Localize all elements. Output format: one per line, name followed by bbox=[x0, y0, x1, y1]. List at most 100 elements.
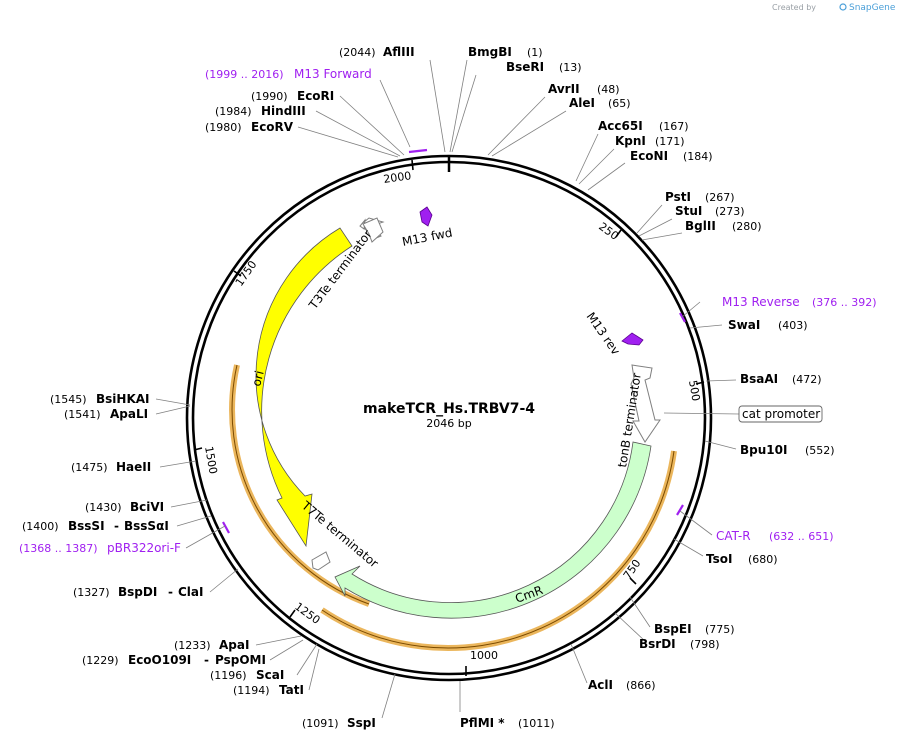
site-pos-bsssi: (1400) bbox=[22, 520, 59, 533]
credit-brand: SnapGene bbox=[849, 3, 896, 13]
feature-label-cat-promoter: cat promoter bbox=[742, 407, 820, 421]
site-pos-bpu10i: (552) bbox=[805, 444, 835, 457]
site-leader-lines bbox=[155, 59, 737, 719]
site-name-avrii[interactable]: AvrII bbox=[548, 82, 580, 96]
tick-label-2000: 2000 bbox=[383, 169, 413, 186]
site-pos-bseri: (13) bbox=[559, 61, 582, 74]
site-name-bsrdi[interactable]: BsrDI bbox=[639, 637, 676, 651]
tick-label-500: 500 bbox=[686, 379, 702, 402]
site-pos-scai: (1196) bbox=[210, 669, 247, 682]
ori-highlight-arc bbox=[229, 364, 371, 607]
site-name-acc65i[interactable]: Acc65I bbox=[598, 119, 643, 133]
primer-pos-m13-forward: (1999 .. 2016) bbox=[205, 68, 284, 81]
site-pos-haeii: (1475) bbox=[71, 461, 108, 474]
site-pos-bspdi: (1327) bbox=[73, 586, 110, 599]
primer-name-m13-forward[interactable]: M13 Forward bbox=[294, 67, 372, 81]
site-pos-ecori: (1990) bbox=[251, 90, 288, 103]
site-name-bpu10i[interactable]: Bpu10I bbox=[740, 443, 787, 457]
ori-feature-arrow[interactable] bbox=[255, 227, 353, 548]
site-name-tsoi[interactable]: TsoI bbox=[706, 552, 732, 566]
primer-name-cat-r[interactable]: CAT-R bbox=[716, 529, 751, 543]
site-name-bcivi[interactable]: BciVI bbox=[130, 500, 164, 514]
site-name-bseri[interactable]: BseRI bbox=[506, 60, 544, 74]
pbr322ori-f-site bbox=[222, 521, 230, 534]
site-name-sspi[interactable]: SspI bbox=[347, 716, 376, 730]
site-pos-pflmi: (1011) bbox=[518, 717, 555, 730]
cat-promoter-box[interactable] bbox=[738, 405, 823, 423]
primer-name-pbr322ori-f[interactable]: pBR322ori-F bbox=[107, 541, 181, 555]
site-pos-kpni: (171) bbox=[655, 135, 685, 148]
site-name-hindiii[interactable]: HindIII bbox=[261, 104, 306, 118]
site-name-pspomi[interactable]: PspOMI bbox=[215, 653, 266, 667]
site-name-bmgbi[interactable]: BmgBI bbox=[468, 45, 512, 59]
cat-promoter-leader bbox=[663, 412, 740, 415]
site-name-ecorv[interactable]: EcoRV bbox=[251, 120, 294, 134]
site-pos-apai: (1233) bbox=[174, 639, 211, 652]
site-name-bsssi[interactable]: BssSI bbox=[68, 519, 105, 533]
site-name-bsihkai[interactable]: BsiHKAI bbox=[96, 392, 150, 406]
primer-pos-cat-r: (632 .. 651) bbox=[769, 530, 834, 543]
site-name-haeii[interactable]: HaeII bbox=[116, 460, 151, 474]
site-pos-bspei: (775) bbox=[705, 623, 735, 636]
site-name-psti[interactable]: PstI bbox=[665, 190, 691, 204]
site-pos-acli: (866) bbox=[626, 679, 656, 692]
site-name-pflmi[interactable]: PflMI * bbox=[460, 716, 505, 730]
site-pos-bsihkai: (1545) bbox=[50, 393, 87, 406]
m13-reverse-site bbox=[679, 312, 686, 323]
site-pos-avrii: (48) bbox=[597, 83, 620, 96]
site-pos-stui: (273) bbox=[715, 205, 745, 218]
site-pos-bmgbi: (1) bbox=[527, 46, 543, 59]
site-name-apai[interactable]: ApaI bbox=[219, 638, 249, 652]
ori-highlight-core bbox=[231, 364, 370, 605]
tick-label-1500: 1500 bbox=[202, 445, 220, 475]
plasmid-length: 2046 bp bbox=[426, 417, 471, 430]
site-name-bsaai[interactable]: BsaAI bbox=[740, 372, 778, 386]
site-name-stui[interactable]: StuI bbox=[675, 204, 702, 218]
site-pos-psti: (267) bbox=[705, 191, 735, 204]
site-pos-ecoo109i: (1229) bbox=[82, 654, 119, 667]
tick-label-1000: 1000 bbox=[470, 649, 498, 662]
cmr-feature-arrow[interactable] bbox=[334, 441, 652, 619]
site-pos-alei: (65) bbox=[608, 97, 631, 110]
site-name-bspei[interactable]: BspEI bbox=[654, 622, 692, 636]
site-name-ecori[interactable]: EcoRI bbox=[297, 89, 334, 103]
m13-fwd-primer-arrow[interactable] bbox=[419, 206, 433, 227]
cat-r-site bbox=[676, 504, 684, 516]
cmr-highlight-core bbox=[321, 450, 675, 649]
snapgene-logo-icon bbox=[839, 3, 847, 11]
site-name-tati[interactable]: TatI bbox=[279, 683, 304, 697]
t3te-arrowhead bbox=[362, 217, 384, 243]
tick-marks bbox=[193, 159, 705, 676]
site-name-bglii[interactable]: BglII bbox=[685, 219, 716, 233]
site-name-scai[interactable]: ScaI bbox=[256, 668, 284, 682]
feature-label-t7te: T7Te terminator bbox=[298, 498, 381, 571]
site-name-alei[interactable]: AleI bbox=[569, 96, 595, 110]
site-name-bsssai[interactable]: BssSαI bbox=[124, 519, 169, 533]
t7te-terminator-arrow[interactable] bbox=[311, 551, 331, 571]
site-sep-bsssi: - bbox=[114, 519, 119, 533]
site-pos-hindiii: (1984) bbox=[215, 105, 252, 118]
primer-pos-pbr322ori-f: (1368 .. 1387) bbox=[19, 542, 98, 555]
site-pos-econi: (184) bbox=[683, 150, 713, 163]
site-name-econi[interactable]: EcoNI bbox=[630, 149, 668, 163]
site-name-apali[interactable]: ApaLI bbox=[110, 407, 148, 421]
site-name-bspdi[interactable]: BspDI bbox=[118, 585, 157, 599]
site-sep-ecoo109i: - bbox=[204, 653, 209, 667]
site-name-ecoo109i[interactable]: EcoO109I bbox=[128, 653, 191, 667]
tonb-terminator-arrow[interactable] bbox=[630, 364, 661, 443]
primer-name-m13-reverse[interactable]: M13 Reverse bbox=[722, 295, 800, 309]
site-pos-ecorv: (1980) bbox=[205, 121, 242, 134]
site-name-acli[interactable]: AclI bbox=[588, 678, 613, 692]
site-name-swai[interactable]: SwaI bbox=[728, 318, 760, 332]
site-pos-tsoi: (680) bbox=[748, 553, 778, 566]
m13-rev-primer-arrow[interactable] bbox=[621, 332, 644, 346]
credit-created-by: Created by bbox=[772, 3, 816, 12]
primer-pos-m13-reverse: (376 .. 392) bbox=[812, 296, 877, 309]
site-pos-swai: (403) bbox=[778, 319, 808, 332]
site-name-kpni[interactable]: KpnI bbox=[615, 134, 646, 148]
site-pos-sspi: (1091) bbox=[302, 717, 339, 730]
m13-forward-site bbox=[408, 148, 428, 154]
site-name-clai[interactable]: ClaI bbox=[178, 585, 203, 599]
site-name-afliii[interactable]: AflIII bbox=[383, 45, 415, 59]
